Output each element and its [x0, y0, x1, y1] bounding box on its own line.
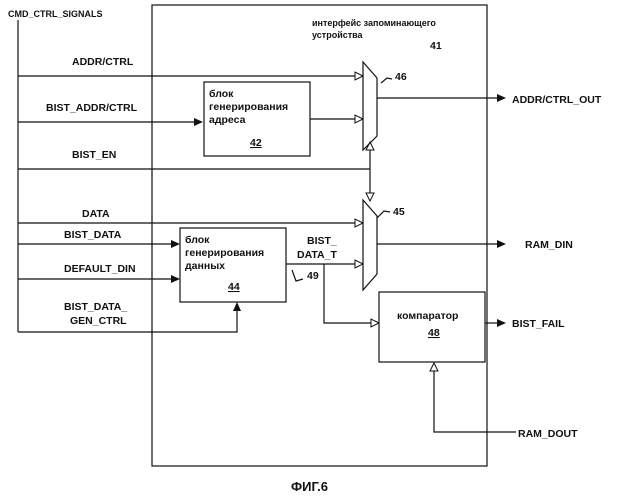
- ram-din-arrowhead: [497, 240, 506, 248]
- address-generator-ref: 42: [250, 137, 262, 149]
- address-generator-line1: блок: [209, 88, 234, 100]
- data-label: DATA: [82, 208, 110, 220]
- ram-din-label: RAM_DIN: [525, 239, 573, 251]
- bist-data-t-to-comparator: [324, 264, 372, 323]
- addr-ctrl-out-label: ADDR/CTRL_OUT: [512, 94, 602, 106]
- bist-data-gen-ctrl-arrowhead: [233, 302, 241, 311]
- data-generator-line3: данных: [185, 260, 225, 272]
- bist-data-gen-ctrl-label-line2: GEN_CTRL: [70, 315, 127, 327]
- bist-data-gen-ctrl-label-line1: BIST_DATA_: [64, 301, 127, 313]
- bist-data-t-label-line1: BIST_: [307, 235, 337, 247]
- mux46-ref-leader: [381, 78, 392, 83]
- comparator-label: компаратор: [397, 310, 458, 322]
- mux45-ref-leader: [377, 211, 390, 218]
- bist-data-arrowhead: [171, 240, 180, 248]
- mux45-ref: 45: [393, 206, 405, 218]
- ram-dout-label: RAM_DOUT: [518, 428, 578, 440]
- interface-label-line2: устройства: [312, 30, 364, 40]
- data-generator-line2: генерирования: [185, 247, 264, 259]
- figure-caption: ФИГ.6: [291, 479, 328, 494]
- data-arrowhead: [355, 219, 363, 227]
- cmd-ctrl-signals-label: CMD_CTRL_SIGNALS: [8, 9, 103, 19]
- bist-en-mux45-arrowhead: [366, 193, 374, 201]
- bist-data-t-arrowhead: [355, 260, 363, 268]
- default-din-label: DEFAULT_DIN: [64, 263, 136, 275]
- data-generator-line1: блок: [185, 234, 210, 246]
- ram-dout-wire: [434, 370, 516, 432]
- bist-fail-arrowhead: [497, 319, 506, 327]
- bist-addr-ctrl-label: BIST_ADDR/CTRL: [46, 102, 138, 114]
- addr-gen-output-arrowhead: [355, 115, 363, 123]
- wire49-ref-leader: [292, 270, 303, 281]
- bist-data-gen-ctrl-wire: [18, 310, 237, 332]
- bist-addr-ctrl-arrowhead: [194, 118, 203, 126]
- default-din-arrowhead: [171, 275, 180, 283]
- address-generator-line3: адреса: [209, 114, 246, 126]
- interface-ref: 41: [430, 40, 442, 52]
- address-generator-line2: генерирования: [209, 101, 288, 113]
- comparator-ref: 48: [428, 327, 440, 339]
- bist-fail-label: BIST_FAIL: [512, 318, 565, 330]
- addr-ctrl-out-arrowhead: [497, 94, 506, 102]
- wire49-ref: 49: [307, 270, 319, 282]
- addr-ctrl-label: ADDR/CTRL: [72, 56, 134, 68]
- bist-data-label: BIST_DATA: [64, 229, 122, 241]
- bist-data-t-label-line2: DATA_T: [297, 249, 337, 261]
- mux46-ref: 46: [395, 71, 407, 83]
- ram-dout-arrowhead: [430, 363, 438, 371]
- addr-ctrl-arrowhead: [355, 72, 363, 80]
- data-multiplexer-45: [363, 200, 377, 290]
- address-multiplexer-46: [363, 62, 377, 150]
- comparator-input-arrowhead: [371, 319, 379, 327]
- data-generator-ref: 44: [228, 281, 240, 293]
- bist-en-label: BIST_EN: [72, 149, 116, 161]
- interface-label-line1: интерфейс запоминающего: [312, 18, 436, 28]
